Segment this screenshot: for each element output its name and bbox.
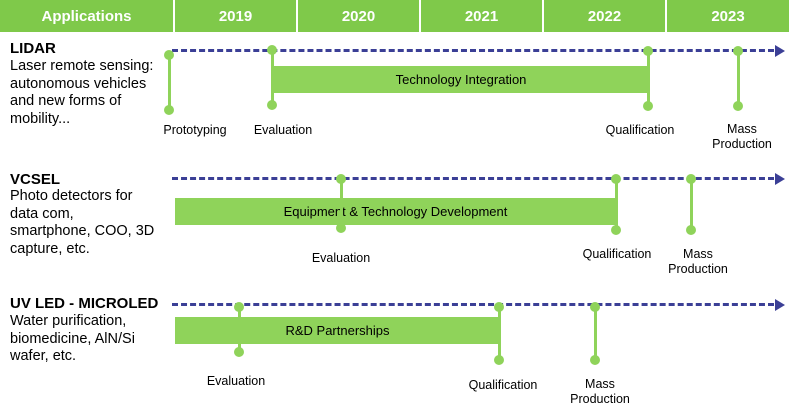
milestone-stem bbox=[498, 306, 501, 360]
arrow-head-icon bbox=[775, 299, 785, 311]
milestone-dot bbox=[733, 46, 743, 56]
milestone-stem bbox=[647, 50, 650, 106]
milestone-label-evaluation: Evaluation bbox=[253, 123, 313, 137]
arrow-head-icon bbox=[775, 45, 785, 57]
milestone-stem bbox=[271, 49, 274, 105]
milestone-dot bbox=[494, 355, 504, 365]
milestone-label-mass-production: Mass Production bbox=[668, 247, 728, 276]
milestone-label-mass-production: Mass Production bbox=[712, 122, 772, 151]
milestone-dot bbox=[336, 174, 346, 184]
milestone-dot bbox=[733, 101, 743, 111]
milestone-stem bbox=[737, 50, 740, 106]
phase-bar-equipment-technology-development: Equipment & Technology Development bbox=[175, 198, 616, 225]
milestone-dot bbox=[267, 45, 277, 55]
timeline-line-vcsel bbox=[172, 177, 774, 180]
milestone-stem bbox=[238, 306, 241, 352]
row-title-uv-led-microled: UV LED - MICROLED bbox=[10, 295, 159, 312]
header-year-2022: 2022 bbox=[544, 0, 667, 32]
milestone-label-qualification: Qualification bbox=[468, 378, 538, 392]
milestone-label-qualification: Qualification bbox=[582, 247, 652, 261]
milestone-dot bbox=[234, 347, 244, 357]
timeline-header: Applications 2019 2020 2021 2022 2023 bbox=[0, 0, 789, 32]
header-year-2021: 2021 bbox=[421, 0, 544, 32]
milestone-dot bbox=[590, 302, 600, 312]
milestone-dot bbox=[164, 50, 174, 60]
milestone-label-qualification: Qualification bbox=[605, 123, 675, 137]
row-title-vcsel: VCSEL bbox=[10, 171, 61, 188]
milestone-dot bbox=[336, 223, 346, 233]
milestone-dot bbox=[643, 46, 653, 56]
milestone-stem bbox=[615, 178, 618, 230]
milestone-stem bbox=[340, 178, 343, 228]
row-description-lidar: Laser remote sensing: autonomous vehicle… bbox=[10, 58, 154, 127]
milestone-dot bbox=[686, 174, 696, 184]
row-description-vcsel: Photo detectors for data com, smartphone… bbox=[10, 188, 155, 257]
milestone-stem bbox=[594, 306, 597, 360]
arrow-head-icon bbox=[775, 173, 785, 185]
milestone-label-evaluation: Evaluation bbox=[206, 374, 266, 388]
milestone-label-prototyping: Prototyping bbox=[163, 123, 227, 137]
milestone-dot bbox=[590, 355, 600, 365]
phase-bar-technology-integration: Technology Integration bbox=[272, 66, 650, 93]
milestone-dot bbox=[611, 225, 621, 235]
milestone-stem bbox=[690, 178, 693, 230]
milestone-dot bbox=[611, 174, 621, 184]
milestone-dot bbox=[643, 101, 653, 111]
header-year-2023: 2023 bbox=[667, 0, 789, 32]
milestone-label-mass-production: Mass Production bbox=[570, 377, 630, 406]
milestone-label-evaluation: Evaluation bbox=[311, 251, 371, 265]
milestone-dot bbox=[164, 105, 174, 115]
timeline-line-lidar bbox=[172, 49, 774, 52]
milestone-dot bbox=[494, 302, 504, 312]
milestone-dot bbox=[686, 225, 696, 235]
milestone-stem bbox=[168, 54, 171, 110]
row-description-uv-led-microled: Water purification, biomedicine, AlN/Si … bbox=[10, 313, 135, 365]
timeline-line-uv-led-microled bbox=[172, 303, 774, 306]
milestone-dot bbox=[267, 100, 277, 110]
header-year-2020: 2020 bbox=[298, 0, 421, 32]
header-year-2019: 2019 bbox=[175, 0, 298, 32]
milestone-dot bbox=[234, 302, 244, 312]
header-applications: Applications bbox=[0, 0, 175, 32]
row-title-lidar: LIDAR bbox=[10, 40, 56, 57]
phase-bar-rd-partnerships: R&D Partnerships bbox=[175, 317, 500, 344]
